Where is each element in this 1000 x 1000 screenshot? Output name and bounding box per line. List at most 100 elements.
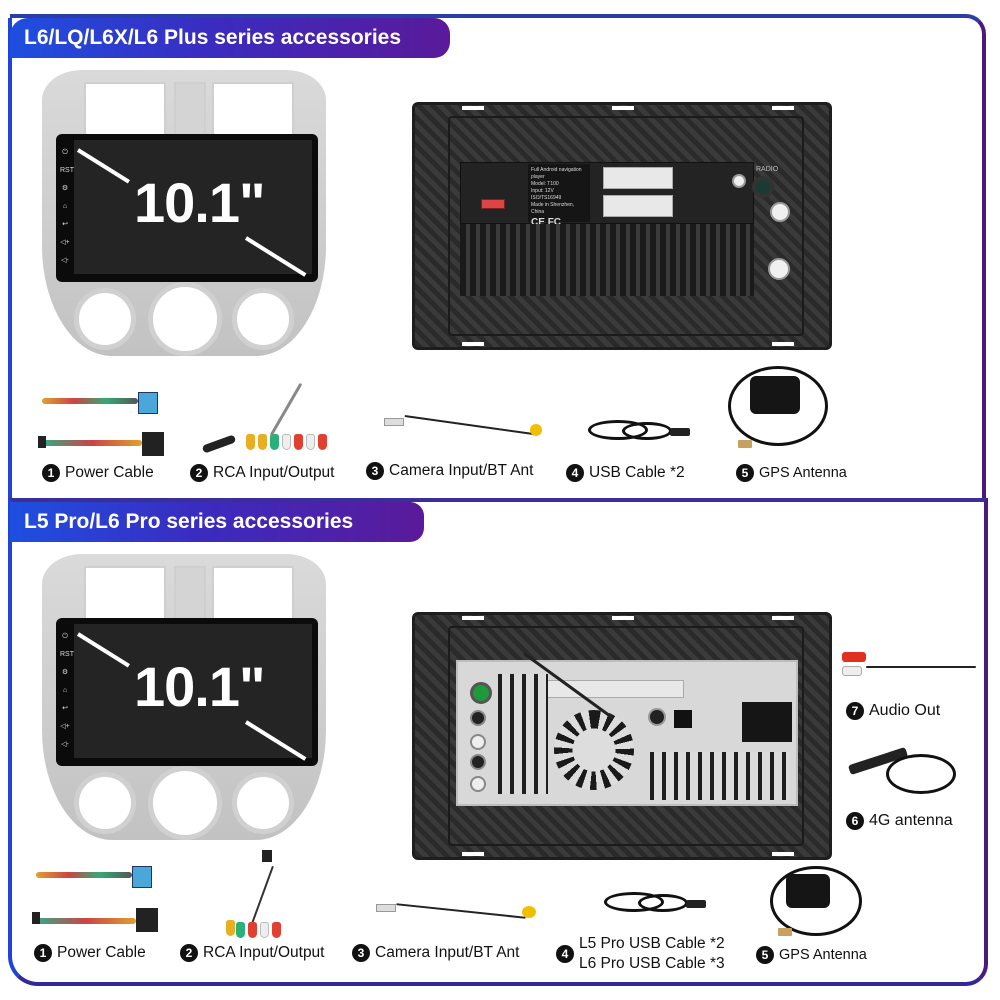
radio-antenna-port	[752, 176, 774, 198]
accessory-label-line: L6 Pro USB Cable *3	[579, 955, 725, 972]
spec-line: Made in Shenzhen, China	[531, 202, 575, 215]
fcc-mark: FC	[547, 217, 562, 228]
accessory-label: 4G antenna	[869, 812, 953, 829]
mount-tab	[772, 852, 794, 856]
radio-port-green	[470, 682, 492, 704]
accessory-label: USB Cable *2	[589, 464, 685, 481]
antenna-port	[470, 754, 486, 770]
gps-antenna-image	[766, 862, 866, 944]
number-badge: 6	[846, 812, 864, 830]
mount-tab	[772, 106, 794, 110]
gps-port	[768, 258, 790, 280]
volume-down-icon: ◁-	[61, 741, 69, 748]
antenna-port	[470, 710, 486, 726]
power-cable-image	[32, 862, 162, 934]
diagonal-arrow-icon	[244, 236, 307, 277]
accessory-label-line: L5 Pro USB Cable *2	[579, 935, 725, 952]
power-icon: ⏻	[62, 149, 68, 156]
number-badge: 3	[366, 462, 384, 480]
accessory-label: Camera Input/BT Ant	[389, 462, 534, 479]
accessory-item: 1 Power Cable	[34, 944, 146, 962]
frame-edge	[8, 18, 12, 498]
usb-cable-image	[598, 886, 708, 926]
accessory-item: 3 Camera Input/BT Ant	[366, 462, 533, 480]
number-badge: 1	[42, 464, 60, 482]
air-vent-right	[212, 566, 294, 622]
air-vent-left	[84, 566, 166, 622]
mount-tab	[462, 616, 484, 620]
screen-size-label: 10.1"	[134, 171, 266, 234]
cooling-fan	[554, 710, 634, 790]
chassis-frame	[448, 116, 804, 336]
connector-iso-1	[603, 167, 673, 189]
antenna-port	[470, 734, 486, 750]
camera-cable-image	[384, 414, 554, 454]
number-badge: 7	[846, 702, 864, 720]
4g-antenna-image	[846, 736, 966, 806]
number-badge: 1	[34, 944, 52, 962]
accessory-item: 7 Audio Out	[846, 702, 940, 720]
air-vent-left	[84, 82, 166, 138]
section-title-pro: L5 Pro/L6 Pro series accessories	[10, 502, 424, 542]
mount-tab	[772, 342, 794, 346]
screen-size-label: 10.1"	[134, 655, 266, 718]
heatsink	[460, 224, 754, 296]
vent-fins-right	[650, 752, 790, 800]
settings-icon: ⚙	[61, 669, 69, 676]
accessory-item: 6 4G antenna	[846, 812, 953, 830]
climate-knob-left	[74, 772, 136, 834]
reset-label: RST	[60, 651, 74, 658]
mount-tab	[462, 342, 484, 346]
mount-tab	[612, 616, 634, 620]
accessory-item: 3 Camera Input/BT Ant	[352, 944, 519, 962]
climate-knob-left	[74, 288, 136, 350]
accessory-label: Audio Out	[869, 702, 941, 719]
spec-line: Input: 12V	[531, 188, 554, 194]
hazard-slot	[174, 566, 206, 622]
number-badge: 5	[756, 946, 774, 964]
usb-port	[732, 174, 746, 188]
audio-out-cable-image	[838, 650, 978, 690]
ce-mark: CE	[531, 217, 545, 228]
side-keys: ⏻ RST ⚙ ⌂ ↩ ◁+ ◁-	[60, 628, 74, 754]
section-title-l6-plus: L6/LQ/L6X/L6 Plus series accessories	[10, 18, 450, 58]
climate-knob-center	[148, 766, 222, 840]
volume-up-icon: ◁+	[60, 239, 70, 246]
aux-jack	[648, 708, 666, 726]
spec-label: Full Android navigation player Model: T1…	[528, 164, 590, 228]
volume-up-icon: ◁+	[60, 723, 70, 730]
mount-tab	[462, 852, 484, 856]
antenna-port	[470, 776, 486, 792]
spec-line: Full Android navigation player	[531, 167, 582, 180]
diagonal-arrow-icon	[76, 632, 130, 668]
power-icon: ⏻	[62, 633, 68, 640]
number-badge: 2	[190, 464, 208, 482]
hazard-slot	[174, 82, 206, 138]
dash-head-unit-image: ⏻ RST ⚙ ⌂ ↩ ◁+ ◁- 10.1"	[34, 546, 334, 842]
number-badge: 4	[556, 945, 574, 963]
accessory-label: Power Cable	[65, 464, 154, 481]
gps-antenna-image	[724, 362, 834, 458]
mount-tab	[612, 106, 634, 110]
spec-line: ISO/TS16949	[531, 195, 562, 201]
camera-cable-image	[376, 900, 546, 940]
number-badge: 5	[736, 464, 754, 482]
air-vent-right	[212, 82, 294, 138]
diagonal-arrow-icon	[244, 720, 307, 761]
accessory-item: 4 USB Cable *2	[566, 464, 685, 482]
ports-block	[460, 162, 754, 224]
fuse-red	[481, 199, 505, 209]
number-badge: 2	[180, 944, 198, 962]
radio-label: RADIO	[756, 166, 779, 173]
accessory-label: GPS Antenna	[779, 947, 867, 963]
connector-iso-2	[603, 195, 673, 217]
chassis-frame	[448, 626, 804, 846]
number-badge: 4	[566, 464, 584, 482]
vent-fins-left	[498, 674, 548, 794]
rear-panel-image: Full Android navigation player Model: T1…	[412, 102, 832, 350]
accessory-item: 2 RCA Input/Output	[190, 464, 335, 482]
back-icon: ↩	[62, 705, 68, 712]
reset-label: RST	[60, 167, 74, 174]
head-unit-screen: ⏻ RST ⚙ ⌂ ↩ ◁+ ◁- 10.1"	[56, 134, 318, 282]
accessory-label: RCA Input/Output	[203, 944, 325, 961]
